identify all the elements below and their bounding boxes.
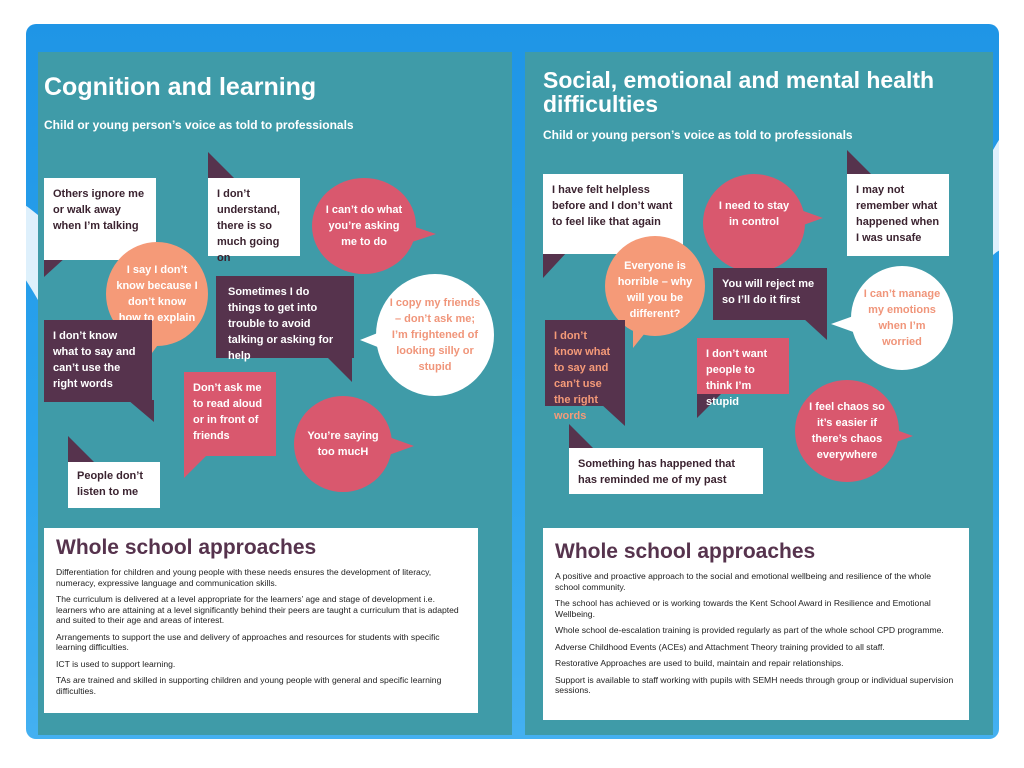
section-heading: Whole school approaches bbox=[555, 540, 816, 563]
panel-title: Cognition and learning bbox=[44, 73, 317, 101]
speech-bubble: I copy my friends – don’t ask me; I’m fr… bbox=[376, 274, 494, 396]
speech-tail bbox=[128, 400, 154, 422]
speech-tail bbox=[697, 392, 723, 418]
whole-school-approaches: Whole school approaches Differentiation … bbox=[44, 528, 478, 713]
speech-bubble: Everyone is horrible – why will you be d… bbox=[605, 236, 705, 336]
speech-bubble: You’re saying too mucH bbox=[294, 396, 392, 492]
approach-item: Adverse Childhood Events (ACEs) and Atta… bbox=[555, 641, 885, 652]
speech-bubble: I don’t want people to think I’m stupid bbox=[697, 338, 789, 408]
speech-bubble: Don’t ask me to read aloud or in front o… bbox=[184, 372, 276, 456]
speech-tail bbox=[569, 424, 595, 450]
speech-tail bbox=[184, 454, 208, 478]
speech-tail bbox=[68, 436, 94, 462]
approach-item: The school has achieved or is working to… bbox=[555, 598, 931, 619]
semh-panel: Social, emotional and mental health diff… bbox=[525, 52, 993, 735]
speech-bubble: I can’t do what you’re asking me to do bbox=[312, 178, 416, 274]
approach-item: The curriculum is delivered at a level a… bbox=[56, 594, 459, 625]
approach-item: Restorative Approaches are used to build… bbox=[555, 658, 844, 668]
approach-item: Support is available to staff working wi… bbox=[555, 674, 954, 696]
speech-bubble: I don’t understand, there is so much goi… bbox=[208, 178, 300, 264]
approach-item: Differentiation for children and young p… bbox=[56, 567, 432, 588]
speech-bubble: I feel chaos so it’s easier if there’s c… bbox=[795, 380, 899, 482]
speech-tail bbox=[543, 252, 567, 278]
panel-title: Social, emotional and mental health diff… bbox=[543, 67, 935, 118]
speech-bubble: People don’t listen to me bbox=[68, 462, 160, 508]
speech-tail bbox=[847, 150, 871, 174]
speech-bubble: Something has happened that has reminded… bbox=[569, 448, 763, 494]
approach-item: Whole school de-escalation training is p… bbox=[555, 625, 944, 635]
speech-bubble: I don’t know what to say and can’t use t… bbox=[545, 320, 625, 422]
speech-bubble: Sometimes I do things to get into troubl… bbox=[216, 276, 354, 362]
speech-tail bbox=[44, 257, 66, 277]
speech-tail bbox=[803, 318, 827, 340]
approach-item: TAs are trained and skilled in supportin… bbox=[56, 675, 442, 696]
approach-item: Arrangements to support the use and deli… bbox=[56, 631, 440, 653]
panel-subtitle: Child or young person’s voice as told to… bbox=[543, 128, 853, 142]
speech-bubble: You will reject me so I’ll do it first bbox=[713, 268, 827, 320]
speech-bubble: I don’t know what to say and can’t use t… bbox=[44, 320, 152, 402]
whole-school-approaches: Whole school approaches A positive and p… bbox=[543, 528, 969, 720]
section-heading: Whole school approaches bbox=[56, 536, 317, 559]
panel-subtitle: Child or young person’s voice as told to… bbox=[44, 118, 354, 132]
speech-bubble: I need to stay in control bbox=[703, 174, 805, 272]
speech-bubble: I can’t manage my emotions when I’m worr… bbox=[851, 266, 953, 370]
cognition-learning-panel: Cognition and learning Child or young pe… bbox=[38, 52, 512, 735]
speech-tail bbox=[601, 404, 625, 426]
speech-bubble: I may not remember what happened when I … bbox=[847, 174, 949, 256]
speech-tail bbox=[208, 152, 234, 178]
speech-tail bbox=[326, 356, 352, 382]
speech-tail bbox=[386, 436, 414, 456]
approach-item: ICT is used to support learning. bbox=[56, 658, 176, 669]
approach-item: A positive and proactive approach to the… bbox=[555, 571, 931, 592]
